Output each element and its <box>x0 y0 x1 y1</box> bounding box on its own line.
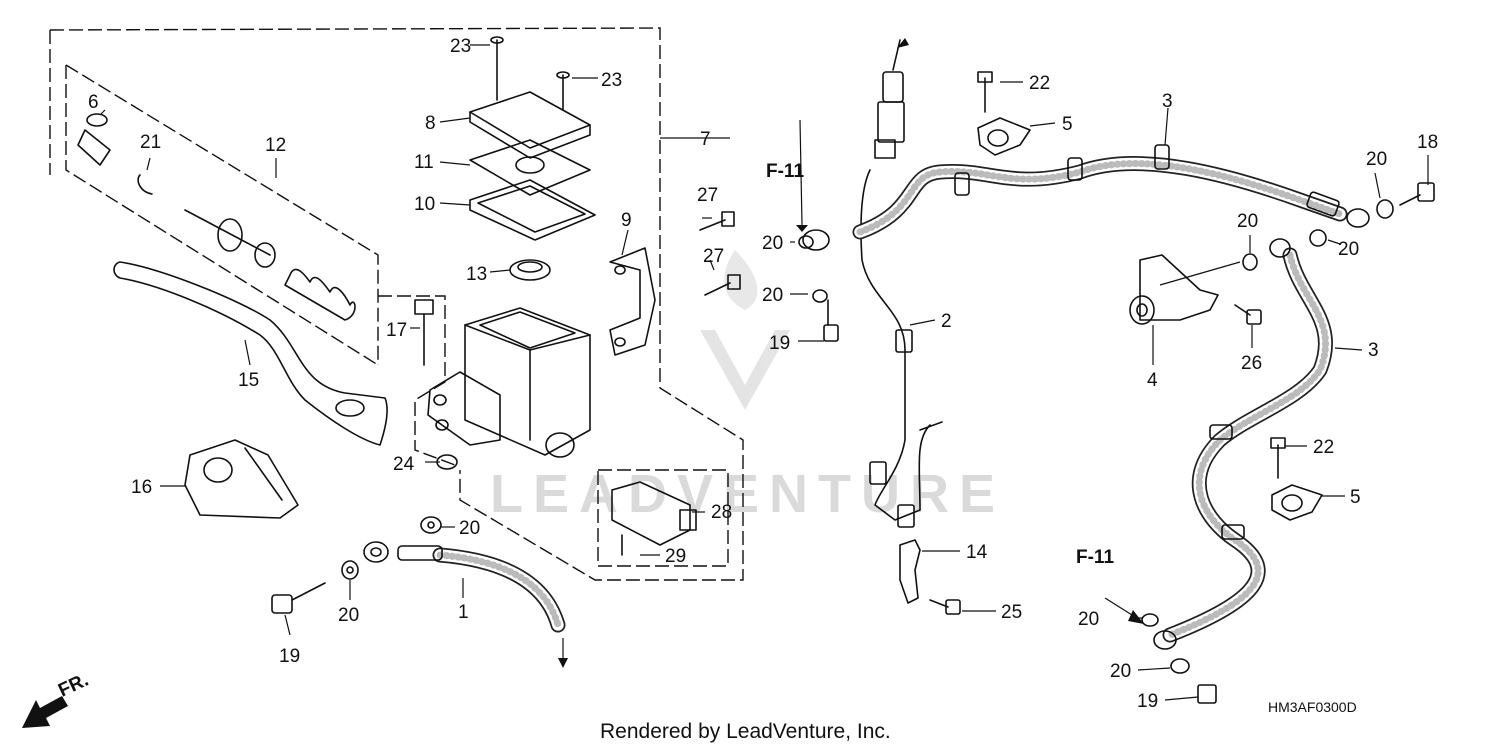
front-arrow-icon <box>22 696 68 728</box>
watermark: LEADVENTURE <box>490 250 1005 524</box>
callout-20-c: 20 <box>1366 149 1387 170</box>
callout-27-b: 27 <box>703 246 724 267</box>
hose-clamps <box>977 71 1323 521</box>
callout-19-upper: 19 <box>769 333 790 354</box>
callout-23-a: 23 <box>450 36 471 57</box>
callout-20-d: 20 <box>1338 239 1359 260</box>
callout-3-lower: 3 <box>1368 340 1379 361</box>
brake-lever <box>113 261 388 446</box>
callout-16: 16 <box>131 477 152 498</box>
callout-9: 9 <box>621 210 632 231</box>
callout-19-left: 19 <box>279 646 300 667</box>
callout-1: 1 <box>458 602 469 623</box>
callout-6: 6 <box>88 92 99 113</box>
callout-12: 12 <box>265 135 286 156</box>
callout-22-lower: 22 <box>1313 437 1334 458</box>
callout-23-b: 23 <box>601 70 622 91</box>
ref-f11-lower: F-11 <box>1076 547 1114 568</box>
brake-switch <box>611 481 697 556</box>
leader-lines <box>99 44 1429 701</box>
callout-29: 29 <box>665 546 686 567</box>
callout-18: 18 <box>1417 132 1438 153</box>
callout-labels: 1 2 3 3 4 5 5 6 7 8 9 10 11 12 13 14 15 … <box>88 36 1438 712</box>
callout-20-g: 20 <box>1110 661 1131 682</box>
callout-20-e: 20 <box>1237 211 1258 232</box>
piston-and-spring <box>184 209 356 321</box>
callout-15: 15 <box>238 370 259 391</box>
callout-28: 28 <box>711 502 732 523</box>
callout-20-f: 20 <box>1078 609 1099 630</box>
callout-20-a: 20 <box>762 233 783 254</box>
hose-bracket <box>1129 253 1262 325</box>
diagram-code: HM3AF0300D <box>1268 699 1357 715</box>
screws-and-washers <box>77 36 741 614</box>
master-cylinder-assembly-outline <box>49 27 744 581</box>
brake-hose-3-lower <box>1141 238 1333 704</box>
callout-22-upper: 22 <box>1029 73 1050 94</box>
callout-13: 13 <box>466 264 487 285</box>
callout-8: 8 <box>425 113 436 134</box>
reservoir-cap-stack <box>469 91 596 281</box>
ref-f11-upper: F-11 <box>766 161 804 182</box>
holder-clamp <box>609 247 656 356</box>
callout-19-lower: 19 <box>1137 691 1158 712</box>
callout-20-center: 20 <box>459 518 480 539</box>
callout-24: 24 <box>393 454 415 475</box>
callout-26: 26 <box>1241 353 1262 374</box>
brake-pipe-2 <box>860 38 943 528</box>
render-credit: Rendered by LeadVenture, Inc. <box>600 720 891 743</box>
callout-14: 14 <box>966 542 988 563</box>
pipe-clip <box>899 539 961 615</box>
callout-11: 11 <box>414 152 434 173</box>
callout-5-lower: 5 <box>1350 487 1361 508</box>
callout-5-upper: 5 <box>1062 114 1073 135</box>
callout-4: 4 <box>1147 370 1158 391</box>
callout-10: 10 <box>414 194 435 215</box>
front-direction-indicator: FR. <box>22 670 92 728</box>
callout-27-a: 27 <box>697 185 718 206</box>
callout-2: 2 <box>941 311 952 332</box>
master-cylinder <box>427 307 591 458</box>
callout-3-upper: 3 <box>1162 91 1173 112</box>
callout-21: 21 <box>140 132 161 153</box>
watermark-text: LEADVENTURE <box>490 464 1005 524</box>
callout-20-left: 20 <box>338 605 359 626</box>
lever-cover <box>184 439 299 519</box>
brake-hose-3-upper <box>798 144 1435 342</box>
brake-hose-1 <box>363 541 568 668</box>
callout-7: 7 <box>700 129 711 150</box>
callout-17: 17 <box>386 320 407 341</box>
reference-labels: F-11 F-11 <box>766 161 1114 568</box>
callout-25: 25 <box>1001 602 1022 623</box>
callout-20-b: 20 <box>762 285 783 306</box>
